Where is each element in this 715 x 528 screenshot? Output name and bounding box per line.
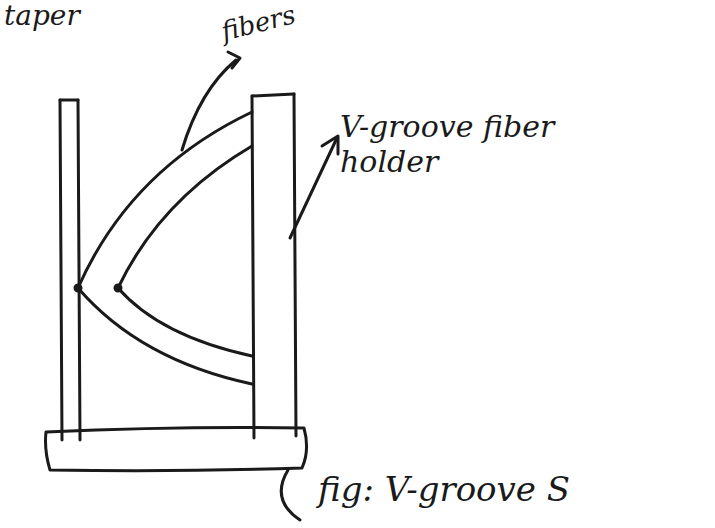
holder-edge [60,100,62,440]
holder-edge [78,100,80,440]
part-label: V-groove fiber holder [340,110,640,179]
fiber-tip [115,285,121,291]
arrow-head [322,136,338,154]
part-label: taper [4,0,80,32]
fiber [118,146,252,356]
arrow-head [228,52,240,68]
holder-edge [252,94,294,96]
caption-mark [281,470,300,520]
holder-edge [60,99,78,102]
leader-line [182,60,236,150]
part-label: fibers [218,0,298,47]
base-plate [46,428,307,471]
fiber-tip [75,285,81,291]
figure-caption: fig: V-groove S [318,470,570,509]
fiber [78,112,252,384]
leader-line [290,140,336,238]
holder-edge [294,94,296,436]
